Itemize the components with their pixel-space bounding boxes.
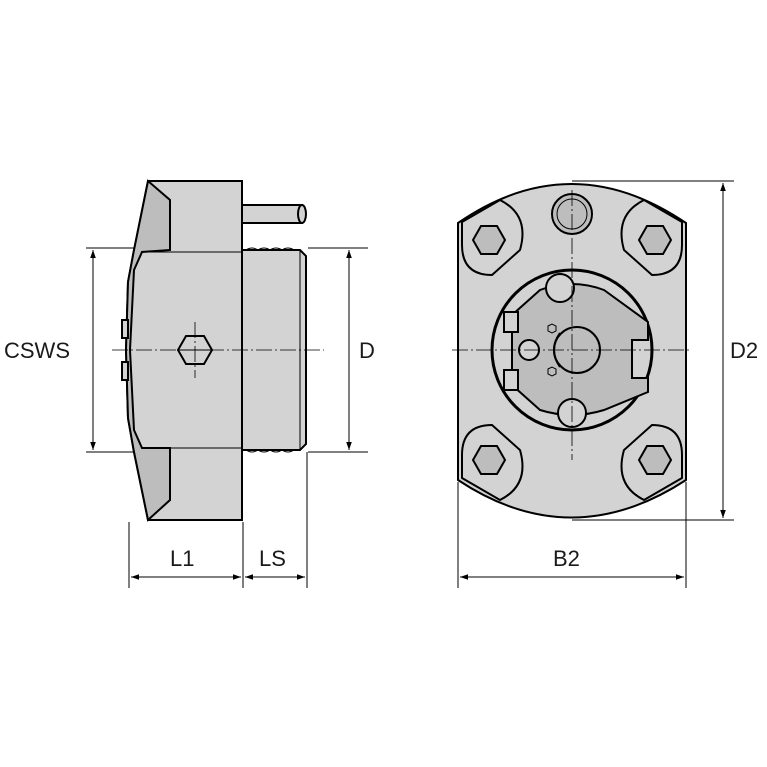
side-pin-end xyxy=(297,204,307,224)
front-clamp-key-top xyxy=(503,311,519,333)
hex-socket-icon xyxy=(471,225,507,255)
dim-csws-label: CSWS xyxy=(4,338,70,363)
hex-socket-icon xyxy=(637,225,673,255)
side-bump-bottom xyxy=(121,361,129,381)
lobe-bottom-right xyxy=(620,423,683,502)
dim-d2-label: D2 xyxy=(730,338,758,363)
side-shank-knurl-top xyxy=(245,247,295,251)
lobe-bottom-left xyxy=(461,423,524,502)
side-bump-top xyxy=(121,319,129,339)
dim-l1-label: L1 xyxy=(170,546,194,571)
hex-socket-icon xyxy=(471,445,507,475)
dim-d-label: D xyxy=(359,338,375,363)
hex-mini-icon xyxy=(547,323,557,334)
front-view xyxy=(452,183,692,519)
front-clamp-key-bottom xyxy=(503,369,519,391)
hex-socket-icon xyxy=(637,445,673,475)
front-clamp-notch-top xyxy=(545,273,575,303)
side-shoulder-lines xyxy=(142,251,242,449)
dim-b2-label: B2 xyxy=(553,546,580,571)
lobe-top-left xyxy=(461,198,524,277)
side-shank-knurl-bottom xyxy=(245,449,295,453)
dim-ls-label: LS xyxy=(259,546,286,571)
hex-mini-icon xyxy=(547,366,557,377)
side-view xyxy=(112,179,324,522)
side-pin xyxy=(241,204,303,224)
lobe-top-right xyxy=(620,198,683,277)
dimensions: CSWS D L1 LS D2 B2 xyxy=(4,180,758,588)
